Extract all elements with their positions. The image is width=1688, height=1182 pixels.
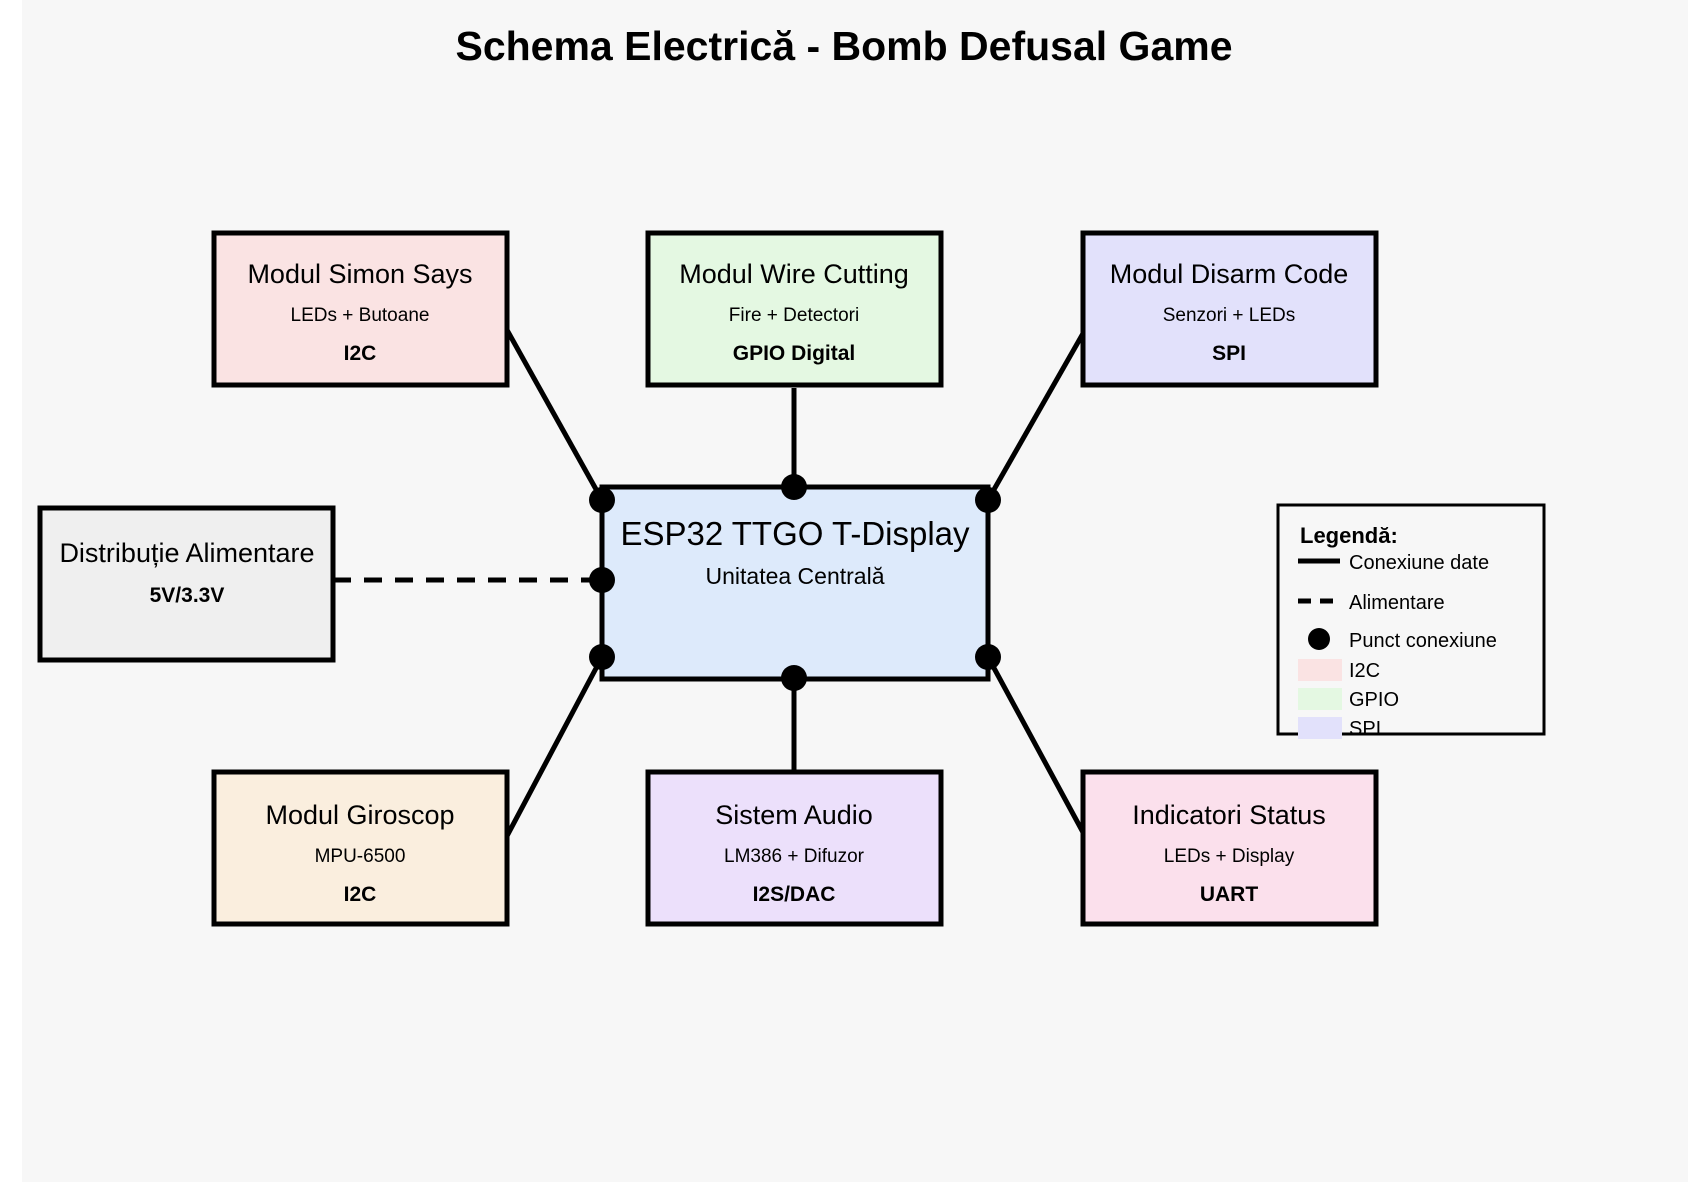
module-disarm-code-subtitle: Senzori + LEDs xyxy=(1163,305,1296,326)
module-wire-cutting-box[interactable] xyxy=(645,230,944,388)
module-status-indicators-subtitle: LEDs + Display xyxy=(1164,846,1295,867)
connection-point-bottom-left xyxy=(589,644,615,670)
link-simon-says-to-center xyxy=(504,328,605,502)
module-simon-says-title: Modul Simon Says xyxy=(247,259,472,289)
legend-swatch-i2c xyxy=(1298,659,1342,681)
module-audio-system[interactable]: Sistem Audio LM386 + Difuzor I2S/DAC xyxy=(645,769,944,927)
connection-point-left-power xyxy=(589,567,615,593)
legend-label-i2c: I2C xyxy=(1349,660,1380,682)
module-audio-system-protocol: I2S/DAC xyxy=(753,883,836,906)
module-audio-system-title: Sistem Audio xyxy=(715,800,873,830)
legend-swatch-gpio xyxy=(1298,688,1342,710)
module-status-indicators-title: Indicatori Status xyxy=(1132,800,1326,830)
connection-point-bottom-right xyxy=(975,644,1001,670)
module-gyroscope-title: Modul Giroscop xyxy=(265,800,454,830)
module-wire-cutting[interactable]: Modul Wire Cutting Fire + Detectori GPIO… xyxy=(645,230,944,388)
module-status-indicators-protocol: UART xyxy=(1200,883,1258,906)
legend-connection-dot-icon xyxy=(1308,628,1330,650)
link-gyroscope-to-center xyxy=(504,655,605,838)
module-power-distribution[interactable]: Distribuție Alimentare 5V/3.3V xyxy=(37,505,336,663)
link-status-to-center xyxy=(985,655,1088,838)
central-unit[interactable]: ESP32 TTGO T-Display Unitatea Centrală xyxy=(599,484,991,682)
module-power-distribution-box[interactable] xyxy=(37,505,336,663)
module-power-distribution-protocol: 5V/3.3V xyxy=(150,584,225,607)
legend-label-punct-conexiune: Punct conexiune xyxy=(1349,630,1497,652)
legend: Legendă: Conexiune date Alimentare Punct… xyxy=(1276,503,1546,740)
legend-label-alimentare: Alimentare xyxy=(1349,592,1445,614)
module-wire-cutting-protocol: GPIO Digital xyxy=(733,342,856,365)
module-gyroscope-subtitle: MPU-6500 xyxy=(315,846,406,867)
module-simon-says[interactable]: Modul Simon Says LEDs + Butoane I2C xyxy=(211,230,510,388)
connection-point-top-right xyxy=(975,487,1001,513)
legend-swatch-spi xyxy=(1298,717,1342,739)
connection-lines xyxy=(333,328,1088,838)
page-title: Schema Electrică - Bomb Defusal Game xyxy=(455,23,1232,69)
module-simon-says-box[interactable] xyxy=(211,230,510,388)
module-disarm-code-box[interactable] xyxy=(1080,230,1379,388)
legend-label-conexiune-date: Conexiune date xyxy=(1349,552,1489,574)
connection-points xyxy=(589,474,1001,691)
module-gyroscope-box[interactable] xyxy=(211,769,510,927)
connection-point-top-center xyxy=(781,474,807,500)
legend-title: Legendă: xyxy=(1300,523,1398,548)
module-gyroscope-protocol: I2C xyxy=(344,883,377,906)
connection-point-bottom-center xyxy=(781,665,807,691)
module-status-indicators[interactable]: Indicatori Status LEDs + Display UART xyxy=(1080,769,1379,927)
module-gyroscope[interactable]: Modul Giroscop MPU-6500 I2C xyxy=(211,769,510,927)
connection-point-top-left xyxy=(589,487,615,513)
module-simon-says-subtitle: LEDs + Butoane xyxy=(291,305,430,326)
module-audio-system-box[interactable] xyxy=(645,769,944,927)
module-disarm-code[interactable]: Modul Disarm Code Senzori + LEDs SPI xyxy=(1080,230,1379,388)
module-disarm-code-title: Modul Disarm Code xyxy=(1110,259,1349,289)
module-disarm-code-protocol: SPI xyxy=(1212,342,1246,365)
module-wire-cutting-title: Modul Wire Cutting xyxy=(679,259,909,289)
module-audio-system-subtitle: LM386 + Difuzor xyxy=(724,846,865,867)
link-disarm-code-to-center xyxy=(985,328,1088,502)
module-power-distribution-title: Distribuție Alimentare xyxy=(59,538,314,568)
module-status-indicators-box[interactable] xyxy=(1080,769,1379,927)
central-unit-title: ESP32 TTGO T-Display xyxy=(620,515,970,552)
module-wire-cutting-subtitle: Fire + Detectori xyxy=(729,305,859,326)
legend-label-gpio: GPIO xyxy=(1349,689,1399,711)
module-simon-says-protocol: I2C xyxy=(344,342,377,365)
legend-label-spi: SPI xyxy=(1349,718,1381,740)
central-unit-subtitle: Unitatea Centrală xyxy=(706,563,885,589)
